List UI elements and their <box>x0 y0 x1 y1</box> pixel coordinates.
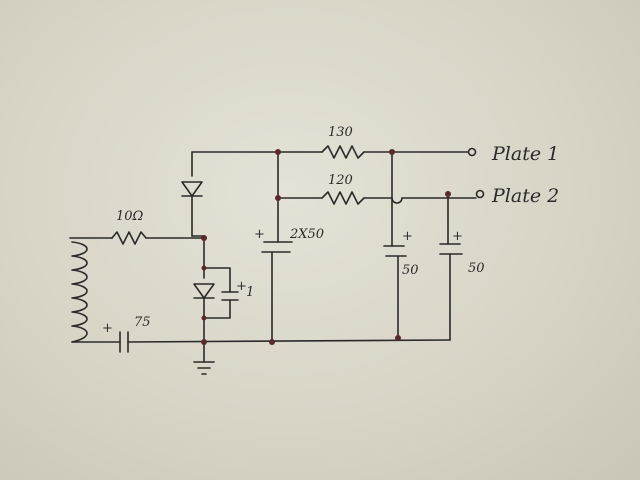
plus-sign-50a: + <box>402 229 413 244</box>
junction-dot <box>201 339 207 345</box>
junction-dot <box>269 339 275 345</box>
label-r-130: 130 <box>328 125 353 140</box>
capacitor-50b <box>439 243 463 255</box>
junction-dot <box>389 149 395 155</box>
capacitor-50a <box>383 245 407 257</box>
label-c-50a: 50 <box>402 263 419 278</box>
capacitor-50b-wire <box>447 193 451 341</box>
plate2-terminal <box>475 189 485 199</box>
junction-dot <box>201 235 207 241</box>
junction-dot <box>201 265 207 271</box>
label-r-120: 120 <box>328 173 353 188</box>
label-plate-1: Plate 1 <box>491 143 559 165</box>
label-c-2x50: 2X50 <box>289 227 324 242</box>
bottom-rail-wire <box>127 339 451 343</box>
label-plate-2: Plate 2 <box>491 185 559 207</box>
plus-sign-c1: + <box>236 279 247 294</box>
label-c-50b: 50 <box>468 261 485 276</box>
label-c-75: 75 <box>134 315 151 330</box>
label-c-1: 1 <box>246 285 254 300</box>
resistor-120 <box>321 191 365 205</box>
junction-dot <box>445 191 451 197</box>
capacitor-1 <box>221 291 239 301</box>
capacitor-50a-wire <box>391 151 399 339</box>
capacitor-2x50-wire <box>271 151 279 343</box>
plus-sign-50b: + <box>452 229 463 244</box>
resistor-10-ohm <box>111 231 147 245</box>
junction-dots <box>201 149 451 345</box>
plus-sign-2x50: + <box>254 227 265 242</box>
diode-upper <box>181 181 203 197</box>
resistor-130 <box>321 145 365 159</box>
junction-dot <box>275 149 281 155</box>
capacitor-75 <box>119 331 129 353</box>
wire-crossover <box>391 197 403 204</box>
capacitor-2x50 <box>261 241 293 253</box>
junction-dot <box>201 315 207 321</box>
capacitor-1-wire <box>203 267 231 319</box>
plus-sign-75: + <box>102 321 113 336</box>
diode-lower <box>193 283 215 299</box>
ground-symbol <box>193 361 215 375</box>
plate1-terminal <box>467 147 477 157</box>
junction-dot <box>275 195 281 201</box>
junction-dot <box>395 335 401 341</box>
transformer-coil <box>71 241 88 343</box>
label-r-10: 10Ω <box>116 209 144 224</box>
